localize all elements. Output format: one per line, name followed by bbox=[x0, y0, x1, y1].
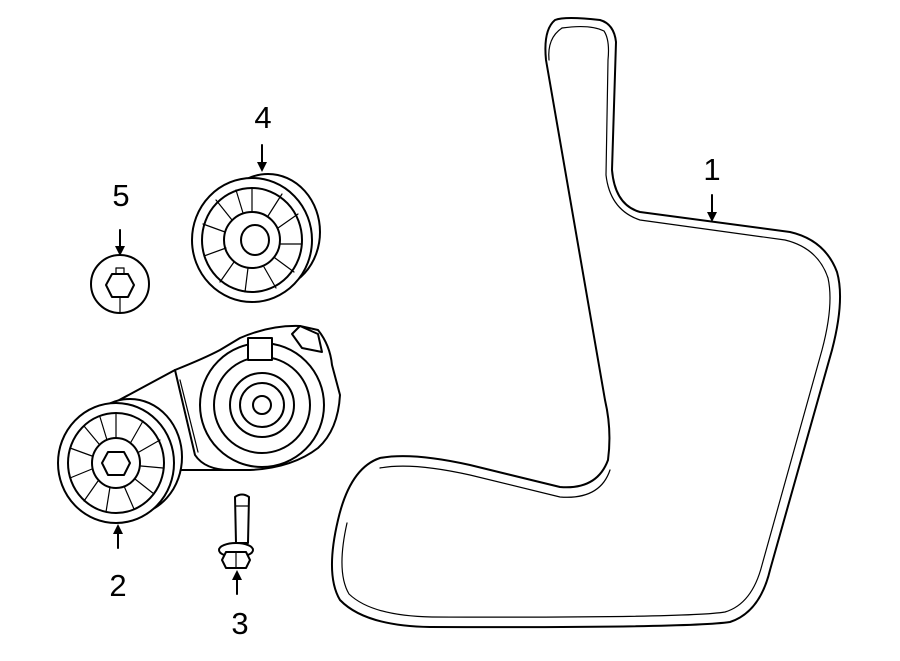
belt-tensioner bbox=[57, 324, 341, 524]
idler-pulley bbox=[191, 173, 321, 303]
bolt-cap bbox=[90, 254, 150, 314]
callout-4: 4 bbox=[254, 100, 271, 135]
callout-1: 1 bbox=[703, 152, 720, 187]
callout-5: 5 bbox=[112, 178, 129, 213]
tensioner-bolt bbox=[218, 493, 254, 569]
callout-2: 2 bbox=[109, 568, 126, 603]
callout-arrow-5 bbox=[115, 229, 125, 256]
callout-arrow-1 bbox=[707, 194, 717, 222]
callout-arrow-4 bbox=[257, 144, 267, 172]
callout-arrow-2 bbox=[113, 524, 123, 549]
callout-arrow-3 bbox=[232, 570, 242, 595]
callout-3: 3 bbox=[231, 606, 248, 641]
serpentine-belt bbox=[331, 17, 841, 629]
